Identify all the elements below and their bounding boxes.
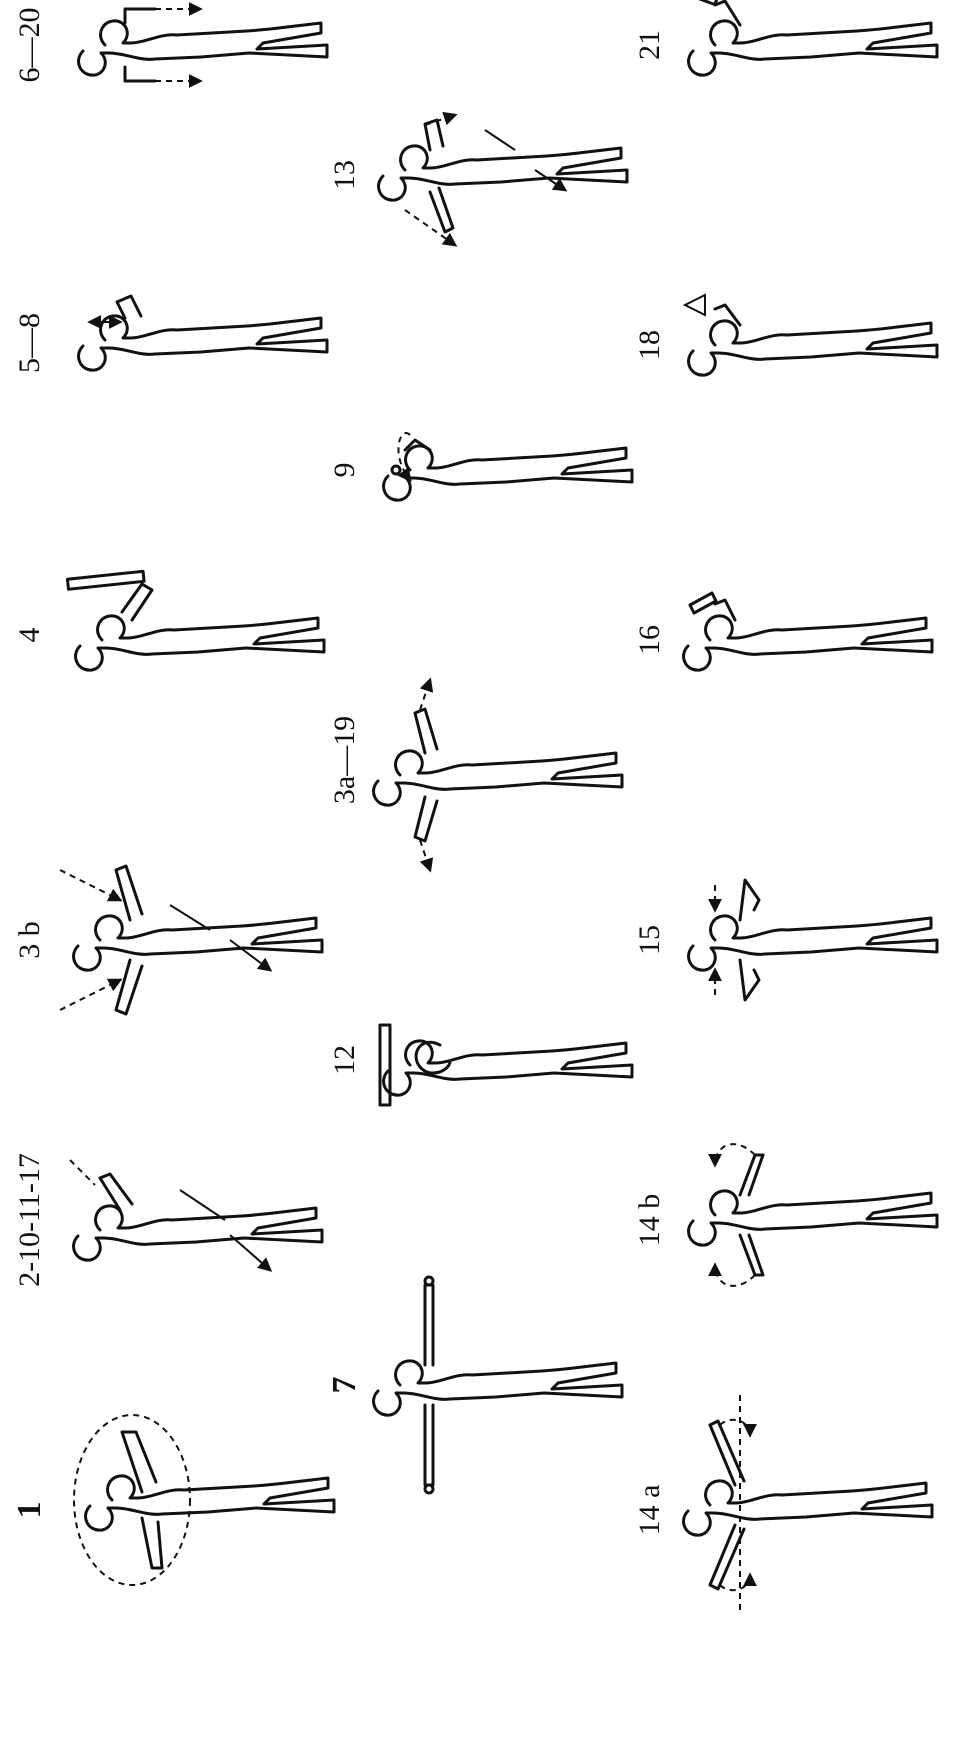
figure-signal-7	[374, 1277, 622, 1493]
figure-signal-3b	[60, 866, 322, 1014]
figure-signal-6-20	[79, 9, 327, 81]
figure-signal-15	[689, 880, 937, 1000]
figure-signal-16	[684, 593, 932, 670]
figure-signal-14a	[684, 1395, 932, 1615]
figure-signal-9	[384, 433, 632, 500]
figure-signal-4	[67, 571, 324, 670]
figure-signal-13	[379, 115, 627, 245]
figure-signal-21	[689, 0, 937, 75]
figure-signal-1	[74, 1415, 334, 1585]
figure-signal-12	[380, 1025, 632, 1105]
figure-signal-5-8	[79, 296, 327, 370]
figure-signal-18	[685, 295, 937, 375]
figure-signal-14b	[689, 1144, 937, 1286]
figure-signal-2-10-11-17	[70, 1160, 322, 1270]
figure-signal-3a-19	[374, 680, 622, 870]
